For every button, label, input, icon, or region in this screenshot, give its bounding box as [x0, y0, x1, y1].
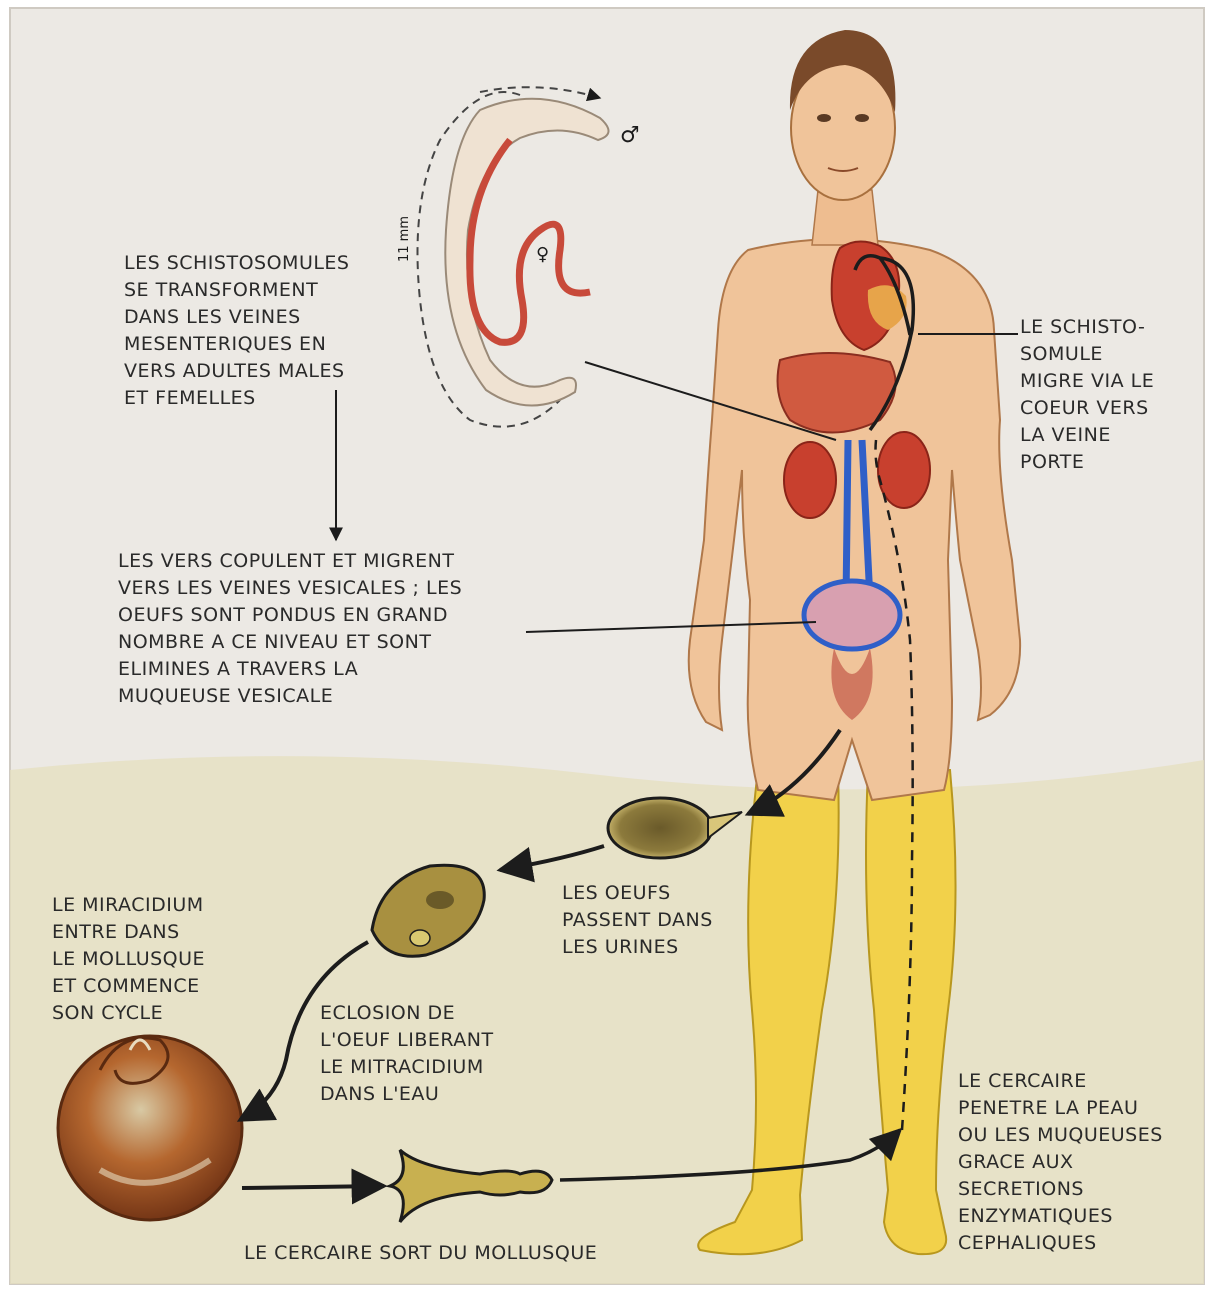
male-symbol: ♂: [620, 123, 640, 148]
label-cercaria-exits: LE CERCAIRE SORT DU MOLLUSQUE: [244, 1240, 597, 1267]
label-miracidium-enters: LE MIRACIDIUM ENTRE DANS LE MOLLUSQUE ET…: [52, 892, 205, 1027]
arrow-snail-to-cercaria: [242, 1186, 384, 1188]
label-schistosomules-transform: LES SCHISTOSOMULES SE TRANSFORMENT DANS …: [124, 250, 350, 412]
label-cercaria-penetrates: LE CERCAIRE PENETRE LA PEAU OU LES MUQUE…: [958, 1068, 1163, 1257]
snail-shell: [58, 1036, 242, 1220]
bladder: [804, 581, 900, 649]
miracidium-cell: [410, 930, 430, 946]
label-eggs-in-urine: LES OEUFS PASSENT DANS LES URINES: [562, 880, 713, 961]
worm-scale-label: 11 mm: [397, 216, 412, 262]
label-egg-hatching: ECLOSION DE L'OEUF LIBERANT LE MITRACIDI…: [320, 1000, 494, 1108]
eye: [855, 114, 869, 122]
eye: [817, 114, 831, 122]
right-kidney: [878, 432, 930, 508]
egg-body: [608, 798, 712, 858]
miracidium-cell: [426, 891, 454, 909]
female-symbol: ♀: [536, 244, 549, 265]
left-kidney: [784, 442, 836, 518]
label-worms-copulate: LES VERS COPULENT ET MIGRENT VERS LES VE…: [118, 548, 462, 710]
label-schistosomule-migrates: LE SCHISTO- SOMULE MIGRE VIA LE COEUR VE…: [1020, 314, 1154, 476]
snail: [58, 1036, 242, 1220]
